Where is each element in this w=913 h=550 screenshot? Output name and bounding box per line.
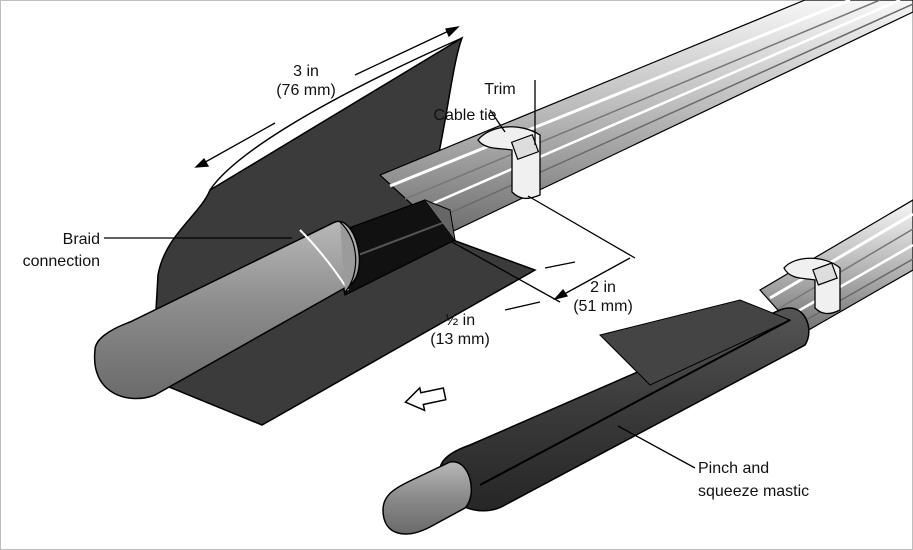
trim-label: Trim <box>484 81 515 98</box>
pinch-label-line1: Pinch and <box>698 460 769 477</box>
dim-2in-lines <box>527 195 636 301</box>
braid-label-line2: connection <box>23 253 100 270</box>
braid-label-line1: Braid <box>63 231 100 248</box>
dim-51mm-label: (51 mm) <box>573 298 633 315</box>
direction-arrow-icon <box>404 386 447 412</box>
sheet-edge <box>209 37 463 191</box>
pinch-label-line2: squeeze mastic <box>698 483 809 500</box>
cable-tie-label: Cable tie <box>433 107 496 124</box>
dim-76mm-label: (76 mm) <box>276 82 336 99</box>
dim-half-in-lines <box>451 241 561 311</box>
dim-13mm-label: (13 mm) <box>430 331 490 348</box>
dark-sleeve-right <box>439 299 810 512</box>
gray-jacket-left <box>93 220 361 400</box>
dim-3in-label: 3 in <box>293 63 319 80</box>
gray-jacket-right <box>382 461 473 535</box>
cable-tie-leader <box>489 109 506 133</box>
pinch-leader <box>617 425 696 469</box>
cable-tie-right <box>783 257 841 315</box>
cable-tie-left <box>477 126 541 200</box>
dim-2in-label: 2 in <box>590 279 616 296</box>
dim-3in-lines <box>194 26 460 168</box>
dim-half-in-label: ½ in <box>445 312 475 329</box>
